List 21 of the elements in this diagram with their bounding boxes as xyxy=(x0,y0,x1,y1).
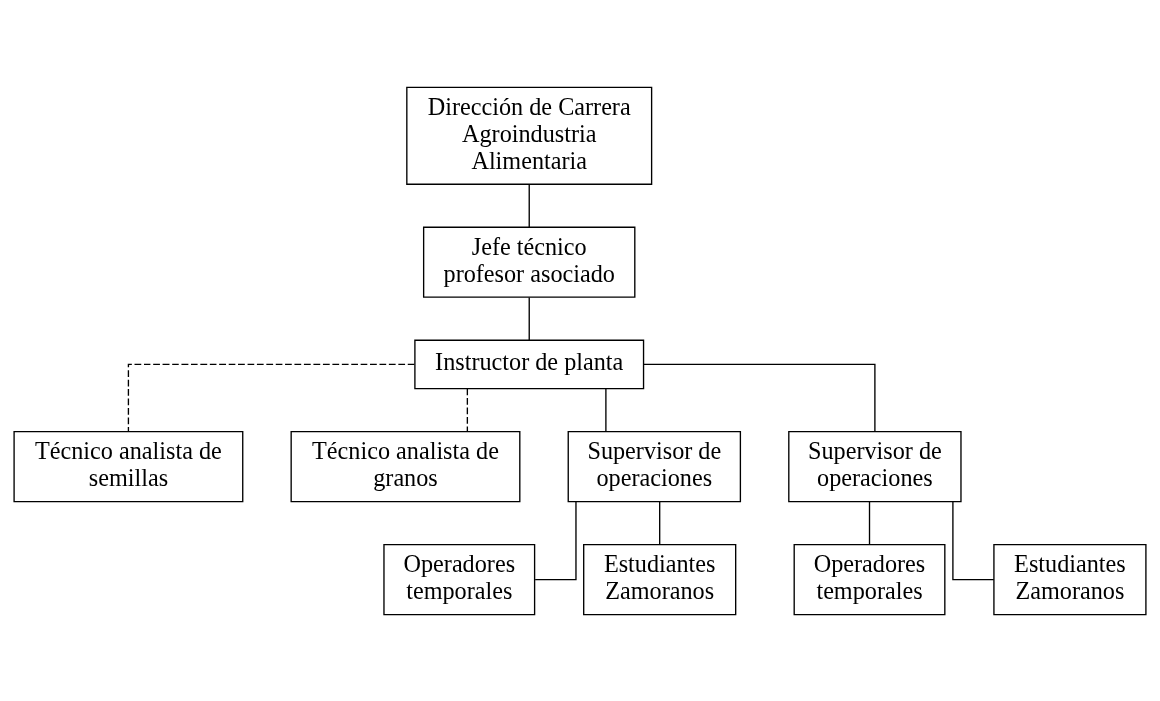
connector xyxy=(466,387,469,432)
node-box: Técnico analista de granos xyxy=(290,430,521,502)
connector xyxy=(127,363,416,432)
connector xyxy=(659,500,661,545)
node-box: Estudiantes Zamoranos xyxy=(993,543,1147,615)
node-box: Dirección de Carrera Agroindustria Alimentaria xyxy=(406,86,653,185)
connector xyxy=(534,500,577,580)
connector xyxy=(528,296,530,341)
node-box: Operadores temporales xyxy=(383,543,536,615)
connector xyxy=(868,500,871,545)
connector xyxy=(528,183,530,228)
node-box: Instructor de planta xyxy=(414,339,645,389)
connector xyxy=(605,387,607,432)
node-box: Técnico analista de semillas xyxy=(13,430,244,502)
node-box: Estudiantes Zamoranos xyxy=(583,543,737,615)
node-box: Supervisor de operaciones xyxy=(567,430,742,502)
node-box: Supervisor de operaciones xyxy=(788,430,962,502)
node-box: Operadores temporales xyxy=(793,543,946,615)
node-box: Jefe técnico profesor asociado xyxy=(422,226,636,298)
connector xyxy=(643,363,876,432)
connector xyxy=(952,500,995,580)
